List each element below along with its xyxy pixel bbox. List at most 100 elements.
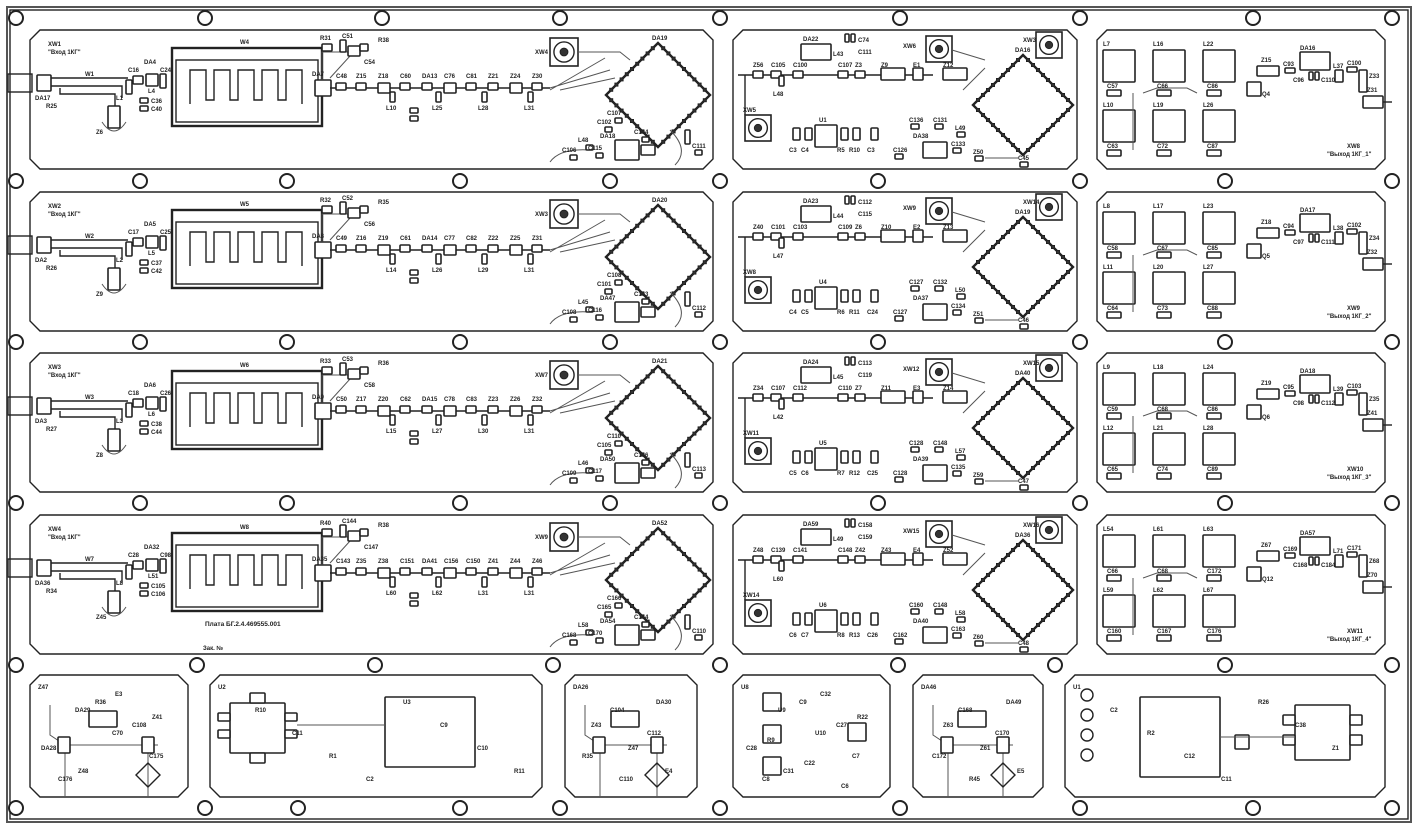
smd-pad [942,67,968,81]
connector-pin [1044,363,1054,373]
ref-designator: C107 [771,386,786,392]
ic-pin [650,46,655,51]
inductor [1102,594,1136,628]
ic-pin [640,56,645,61]
smd-pad [465,405,477,414]
ref-designator: C28 [746,746,758,752]
smd-pad [844,195,850,205]
smd-pad [1314,556,1320,566]
ref-designator: U9 [778,708,786,714]
ref-designator: Z33 [1369,74,1380,80]
trimmer [107,590,121,614]
smd-pad [585,629,594,636]
meander-resonator [189,554,303,589]
ic-pin [650,531,655,536]
ref-designator: C85 [1207,246,1219,252]
ref-designator: Z32 [532,397,543,403]
connector-ring [1038,357,1060,379]
inductor [1202,271,1236,305]
ref-designator: C127 [893,310,908,316]
ref-designator: C109 [838,225,853,231]
smd-pad [1234,734,1250,750]
ref-designator: L49 [955,126,966,132]
ic-pin [1016,58,1020,62]
smd-pad [377,244,391,256]
ic-pin [1001,295,1005,299]
smd-pad [956,454,966,461]
ref-designator: L8 [1103,204,1111,210]
smd-pad [1308,394,1314,404]
ic-pin [682,281,686,285]
smd-pad [1334,231,1344,245]
connector-pin [1044,525,1054,535]
ref-designator: L58 [955,611,966,617]
input-connector-label: XW2 [48,204,62,210]
ref-designator: C151 [400,559,415,565]
ic-pin [635,546,640,551]
smd-pad [792,70,804,79]
smd-pad [778,560,785,572]
smd-pad [996,736,1010,754]
ref-designator: DA29 [75,708,91,714]
ic-pin [1041,456,1045,460]
smd-pad [509,405,523,417]
ic-pin [1031,225,1035,229]
ref-designator: C168 [1293,563,1308,569]
smd-pad [159,235,167,251]
ref-designator: C141 [793,548,808,554]
smd-pad [956,616,966,623]
smd-pad [854,393,866,402]
ic-pin [991,608,995,612]
ic-pin [630,442,634,446]
ref-designator: L27 [1203,265,1214,271]
panel-outline [1096,514,1386,655]
smd-pad [595,475,604,482]
ic-pin [1031,548,1035,552]
ref-designator: C170 [995,731,1010,737]
smd-pad [355,244,367,253]
smd-pad [509,244,523,256]
smd-pad [321,528,333,537]
ic-pin [1001,558,1005,562]
ref-designator: C49 [336,236,348,242]
smd-pad [912,552,924,566]
smd-pad [640,144,656,156]
input-transistor [36,74,52,92]
ref-designator: R10 [255,708,267,714]
voltage-regulator [1299,374,1331,394]
microstrip-line [51,562,128,595]
smd-pad [1019,646,1029,653]
ic-pin [635,223,640,228]
smd-pad [752,232,764,241]
ref-designator: C147 [364,545,379,551]
meander-resonator [189,231,303,266]
ref-designator: C24 [160,68,172,74]
smd-pad [359,528,369,537]
ref-designator: C28 [128,553,140,559]
ref-designator: L22 [1203,42,1214,48]
smd-pad [139,590,149,597]
ref-designator: L3 [116,419,124,425]
smd-pad [1284,390,1296,397]
mounting-hole [712,800,728,816]
power-module [384,696,476,768]
voltage-regulator [1299,536,1331,556]
ref-designator: Z41 [488,559,499,565]
ref-designator: C106 [634,453,649,459]
input-channel-panel: XW4"Вход 1КГ"DA36R34W7Z45L8C28DA32C98L51… [7,514,714,655]
smd-pad [592,736,606,754]
ic-pin [986,88,990,92]
ref-designator: L4 [148,89,156,95]
trace [549,614,682,651]
ref-designator: C107 [838,63,853,69]
smd-pad [1256,65,1280,77]
ref-designator: C135 [951,465,966,471]
smd-pad [752,70,764,79]
smd-pad [145,558,159,572]
ic-pin [1031,63,1035,67]
trace [101,606,127,617]
ref-designator: C112 [858,200,873,206]
voltage-regulator [1299,51,1331,71]
